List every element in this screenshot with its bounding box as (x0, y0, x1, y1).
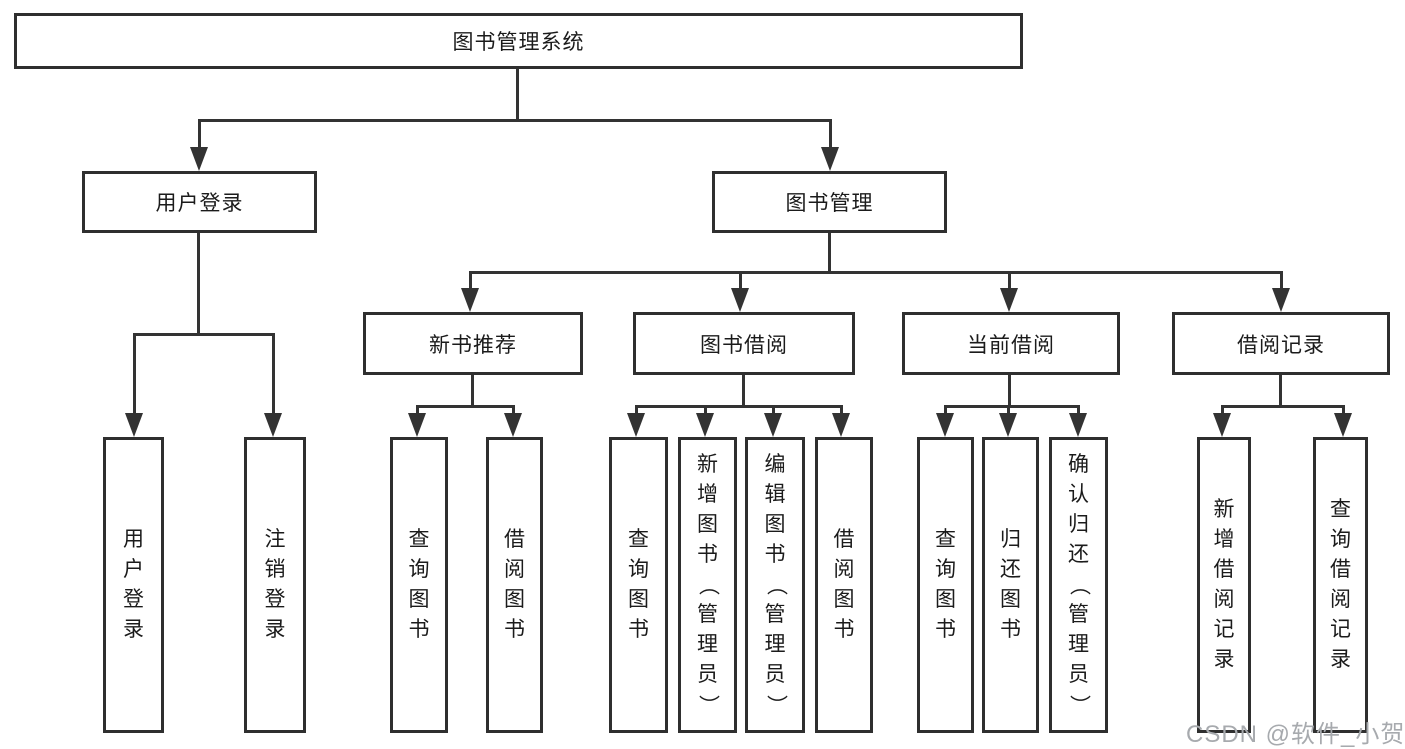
node-add-borrow-record-label: 新增借阅记录 (1213, 498, 1235, 671)
arrowhead-icon (264, 413, 282, 437)
connector-line (944, 405, 1080, 408)
connector-line (1077, 405, 1080, 419)
node-book-borrow: 图书借阅 (633, 312, 855, 375)
node-add-borrow-record: 新增借阅记录 (1197, 437, 1251, 733)
node-current-borrow: 当前借阅 (902, 312, 1120, 375)
connector-line (772, 405, 775, 419)
node-borrow-books-action-label: 借阅图书 (833, 528, 855, 641)
arrowhead-icon (1000, 288, 1018, 312)
connector-line (1280, 271, 1283, 293)
node-borrow-books-recommend: 借阅图书 (486, 437, 543, 733)
node-confirm-return-admin: 确认归还（管理员） (1049, 437, 1108, 733)
node-add-books-admin: 新增图书（管理员） (678, 437, 737, 733)
arrowhead-icon (832, 413, 850, 437)
connector-line (516, 69, 519, 120)
connector-line (1279, 375, 1282, 408)
connector-line (742, 375, 745, 408)
node-new-book-recommend-label: 新书推荐 (429, 333, 517, 357)
arrowhead-icon (125, 413, 143, 437)
connector-line (469, 271, 1283, 274)
connector-line (416, 405, 419, 419)
node-return-books: 归还图书 (982, 437, 1039, 733)
node-borrow-books-recommend-label: 借阅图书 (504, 528, 525, 641)
arrowhead-icon (821, 147, 839, 171)
connector-line (133, 333, 136, 417)
connector-line (944, 405, 947, 419)
node-root-label: 图书管理系统 (452, 31, 585, 54)
node-root: 图书管理系统 (14, 13, 1023, 69)
connector-line (133, 333, 275, 336)
connector-line (512, 405, 515, 419)
connector-line (840, 405, 843, 419)
node-new-book-recommend: 新书推荐 (363, 312, 583, 375)
connector-line (198, 119, 201, 151)
connector-line (272, 333, 275, 417)
node-borrow-records-label: 借阅记录 (1237, 333, 1325, 357)
connector-line (1007, 405, 1010, 419)
connector-line (469, 271, 472, 293)
connector-line (739, 271, 742, 293)
node-borrow-records: 借阅记录 (1172, 312, 1390, 375)
arrowhead-icon (936, 413, 954, 437)
arrowhead-icon (1213, 413, 1231, 437)
connector-line (635, 405, 843, 408)
node-borrow-books-action: 借阅图书 (815, 437, 873, 733)
connector-line (198, 119, 832, 122)
watermark-text: CSDN @软件_小贺同学 (1186, 721, 1405, 748)
node-book-borrow-label: 图书借阅 (700, 333, 788, 357)
node-query-books-borrow: 查询图书 (609, 437, 668, 733)
node-add-books-admin-label: 新增图书（管理员） (696, 453, 720, 716)
node-logout-action: 注销登录 (244, 437, 306, 733)
connector-line (1342, 405, 1345, 419)
connector-line (471, 375, 474, 408)
arrowhead-icon (1069, 413, 1087, 437)
node-confirm-return-admin-label: 确认归还（管理员） (1067, 453, 1091, 716)
node-return-books-label: 归还图书 (1000, 528, 1021, 641)
connector-line (416, 405, 515, 408)
node-query-books-recommend: 查询图书 (390, 437, 448, 733)
node-current-borrow-label: 当前借阅 (967, 333, 1055, 357)
connector-line (1221, 405, 1224, 419)
connector-line (1008, 375, 1011, 408)
connector-line (828, 233, 831, 274)
arrowhead-icon (504, 413, 522, 437)
connector-line (704, 405, 707, 419)
connector-line (1221, 405, 1345, 408)
node-user-login-label: 用户登录 (155, 192, 244, 215)
node-user-login: 用户登录 (82, 171, 317, 233)
arrowhead-icon (408, 413, 426, 437)
connector-line (635, 405, 638, 419)
connector-line (197, 233, 200, 336)
node-book-management-label: 图书管理 (785, 192, 874, 215)
node-query-borrow-record: 查询借阅记录 (1313, 437, 1368, 733)
arrowhead-icon (731, 288, 749, 312)
node-query-books-recommend-label: 查询图书 (408, 528, 430, 641)
node-query-borrow-record-label: 查询借阅记录 (1330, 498, 1351, 671)
node-query-books-borrow-label: 查询图书 (628, 528, 649, 641)
node-edit-books-admin: 编辑图书（管理员） (745, 437, 805, 733)
arrowhead-icon (999, 413, 1017, 437)
arrowhead-icon (627, 413, 645, 437)
node-user-login-action: 用户登录 (103, 437, 164, 733)
connector-line (1008, 271, 1011, 293)
node-logout-action-label: 注销登录 (264, 528, 286, 641)
node-book-management: 图书管理 (712, 171, 947, 233)
node-query-books-current-label: 查询图书 (935, 528, 956, 641)
node-edit-books-admin-label: 编辑图书（管理员） (764, 453, 787, 716)
arrowhead-icon (1272, 288, 1290, 312)
node-query-books-current: 查询图书 (917, 437, 974, 733)
arrowhead-icon (1334, 413, 1352, 437)
arrowhead-icon (190, 147, 208, 171)
node-user-login-action-label: 用户登录 (123, 528, 144, 641)
connector-line (829, 119, 832, 151)
arrowhead-icon (764, 413, 782, 437)
arrowhead-icon (461, 288, 479, 312)
arrowhead-icon (696, 413, 714, 437)
